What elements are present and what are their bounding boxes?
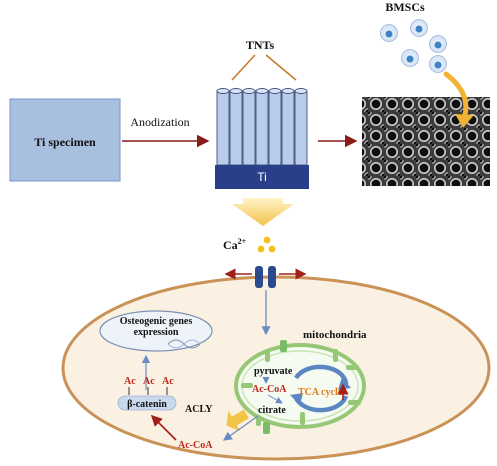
ac-label-1: Ac bbox=[124, 376, 136, 387]
ac-label-2: Ac bbox=[143, 376, 155, 387]
ti-substrate: Ti bbox=[215, 165, 309, 189]
ac-label-3: Ac bbox=[162, 376, 174, 387]
nanotube-array bbox=[216, 88, 308, 166]
beta-catenin-label: β-catenin bbox=[127, 399, 167, 410]
dna-helix-icon bbox=[167, 339, 201, 349]
citrate-export-arrow bbox=[222, 415, 259, 441]
ac-coa-cytosolic-label: Ac-CoA bbox=[178, 440, 213, 451]
mitochondria-label: mitochondria bbox=[303, 329, 367, 341]
ti-substrate-label: Ti bbox=[257, 170, 267, 184]
ac-coa-mito-label: Ac-CoA bbox=[252, 384, 287, 395]
bmscs-label: BMSCs bbox=[385, 0, 425, 14]
tnts-label: TNTs bbox=[246, 38, 275, 52]
beta-catenin-box: β-catenin bbox=[117, 395, 177, 411]
bmsc-cells bbox=[380, 19, 447, 73]
sem-nanotube-image bbox=[362, 97, 490, 186]
mito-channel-top bbox=[280, 340, 287, 352]
tca-cycle-label: TCA cycle bbox=[298, 387, 343, 398]
ca-ion-label: Ca2+ bbox=[223, 237, 247, 252]
downward-funnel-arrow bbox=[232, 198, 294, 226]
expression-label: expression bbox=[134, 327, 179, 338]
mito-channel-bottom bbox=[263, 422, 270, 434]
ac-coa-to-beta-catenin-arrow bbox=[150, 414, 177, 441]
citrate-label: citrate bbox=[258, 405, 286, 416]
ti-specimen-box: Ti specimen bbox=[9, 98, 121, 182]
calcium-channel bbox=[255, 266, 276, 288]
pyruvate-label: pyruvate bbox=[254, 366, 293, 377]
acly-arrow bbox=[226, 409, 249, 432]
anodization-arrow: Anodization bbox=[122, 115, 210, 148]
ca-ions bbox=[257, 236, 276, 253]
osteogenic-genes-label: Osteogenic genes bbox=[120, 316, 193, 327]
anodization-label: Anodization bbox=[130, 115, 189, 129]
seeding-arrow bbox=[443, 71, 469, 121]
ti-specimen-label: Ti specimen bbox=[34, 135, 96, 149]
nucleus bbox=[99, 310, 213, 352]
acly-label: ACLY bbox=[185, 404, 213, 415]
